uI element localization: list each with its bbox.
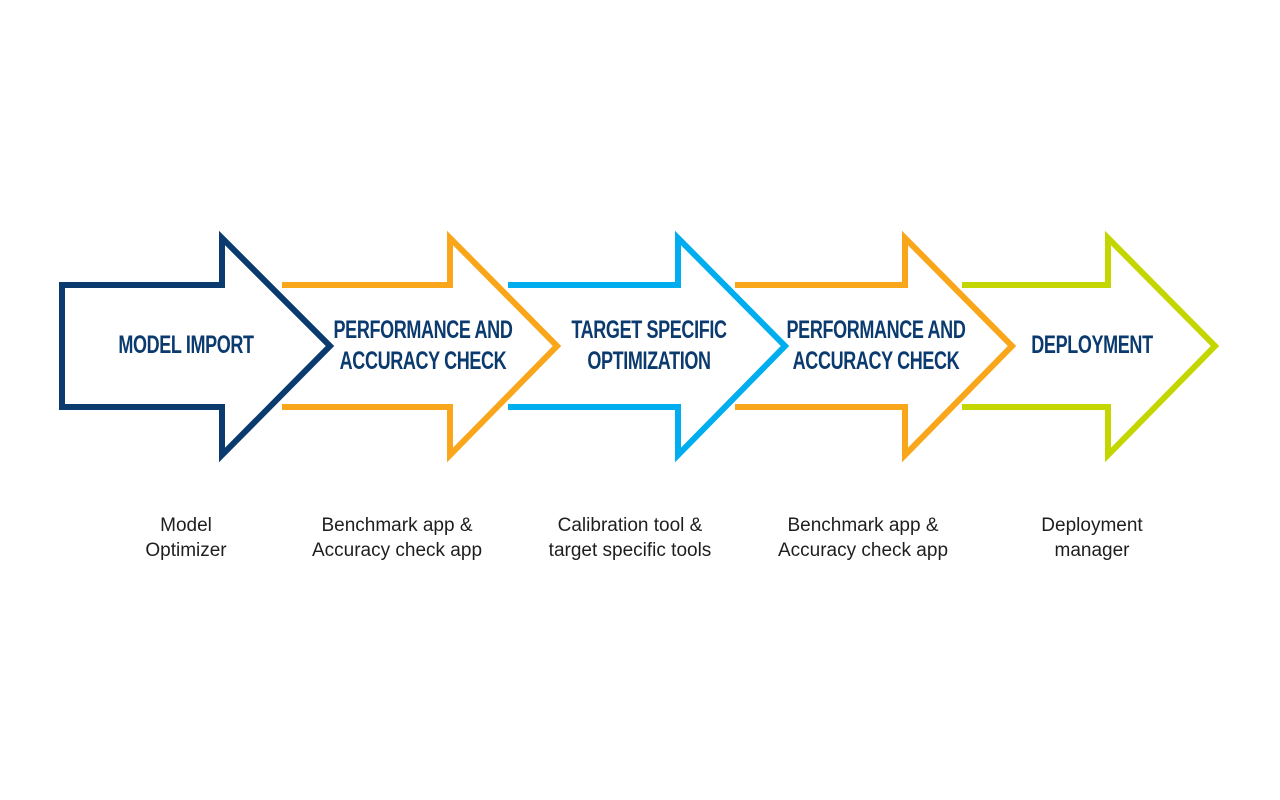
step-title-2: PERFORMANCE AND ACCURACY CHECK [329, 315, 516, 377]
step-title-line: DEPLOYMENT [1031, 331, 1153, 359]
step-tool-4: Benchmark app & Accuracy check app [733, 513, 993, 563]
step-tool-2: Benchmark app & Accuracy check app [267, 513, 527, 563]
arrow-4 [735, 230, 1017, 463]
step-title-line: PERFORMANCE AND [786, 316, 966, 344]
step-title-line: TARGET SPECIFIC [571, 316, 727, 344]
step-tool-5: Deployment manager [962, 513, 1222, 563]
step-tool-line: manager [1054, 540, 1130, 561]
arrow-5 [962, 230, 1220, 463]
step-tool-line: Model [160, 515, 212, 536]
step-tool-line: Benchmark app & [787, 515, 939, 536]
step-title-line: ACCURACY CHECK [339, 347, 507, 375]
arrow-1 [59, 230, 335, 463]
step-title-line: PERFORMANCE AND [333, 316, 513, 344]
arrow-3 [508, 230, 790, 463]
step-title-line: MODEL IMPORT [118, 331, 254, 359]
step-tool-line: Benchmark app & [321, 515, 473, 536]
step-tool-line: Calibration tool & [557, 515, 703, 536]
step-tool-line: Accuracy check app [311, 540, 483, 561]
step-title-line: OPTIMIZATION [587, 347, 711, 375]
step-title-4: PERFORMANCE AND ACCURACY CHECK [782, 315, 969, 377]
step-tool-3: Calibration tool & target specific tools [500, 513, 760, 563]
arrow-2 [282, 230, 562, 463]
step-tool-line: target specific tools [548, 540, 712, 561]
step-tool-line: Accuracy check app [777, 540, 949, 561]
step-title-3: TARGET SPECIFIC OPTIMIZATION [555, 315, 742, 377]
step-title-line: ACCURACY CHECK [792, 347, 960, 375]
step-title-1: MODEL IMPORT [92, 330, 279, 361]
step-title-5: DEPLOYMENT [998, 330, 1185, 361]
step-tool-line: Deployment [1041, 515, 1143, 536]
step-tool-line: Optimizer [145, 540, 227, 561]
